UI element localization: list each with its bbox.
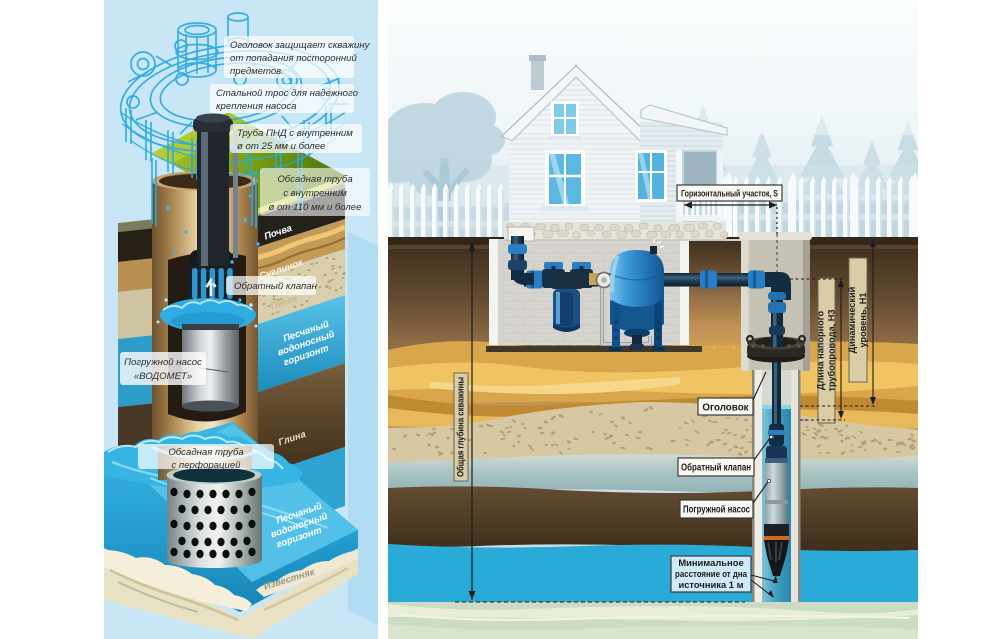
svg-text:Динамический: Динамический bbox=[847, 286, 857, 353]
svg-text:от попадания посторонний: от попадания посторонний bbox=[230, 53, 357, 64]
svg-text:Горизонтальный участок, S: Горизонтальный участок, S bbox=[681, 188, 778, 199]
svg-text:Погружной насос: Погружной насос bbox=[683, 505, 750, 516]
svg-text:Оголовок защищает скважину: Оголовок защищает скважину bbox=[230, 40, 371, 51]
svg-text:ø от 25 мм и более: ø от 25 мм и более bbox=[237, 141, 325, 152]
svg-text:Длина напорного: Длина напорного bbox=[815, 311, 825, 391]
svg-text:с внутренним: с внутренним bbox=[283, 188, 347, 199]
svg-text:Стальной трос для надежного: Стальной трос для надежного bbox=[216, 88, 359, 99]
svg-text:уровень, Н1: уровень, Н1 bbox=[858, 293, 868, 348]
svg-text:Погружной насос: Погружной насос bbox=[124, 357, 202, 368]
svg-text:«ВОДОМЕТ»: «ВОДОМЕТ» bbox=[134, 371, 192, 382]
svg-text:Обратный клапан: Обратный клапан bbox=[234, 281, 318, 292]
svg-text:ø от 110 мм и более: ø от 110 мм и более bbox=[269, 202, 362, 213]
svg-text:Минимальное: Минимальное bbox=[678, 557, 743, 568]
svg-text:Обсадная труба: Обсадная труба bbox=[277, 174, 352, 185]
svg-text:Обсадная труба: Обсадная труба bbox=[168, 447, 243, 458]
svg-text:Общая глубина скважины: Общая глубина скважины bbox=[455, 377, 465, 477]
svg-text:предметов.: предметов. bbox=[230, 66, 284, 77]
svg-text:крепления насоса: крепления насоса bbox=[216, 101, 297, 112]
svg-text:Обратный клапан: Обратный клапан bbox=[681, 463, 751, 474]
svg-text:Труба ПНД с внутренним: Труба ПНД с внутренним bbox=[237, 128, 353, 139]
svg-text:Оголовок: Оголовок bbox=[702, 403, 748, 414]
svg-text:с перфорацией: с перфорацией bbox=[171, 460, 241, 471]
svg-text:расстояние от дна: расстояние от дна bbox=[675, 568, 748, 579]
svg-text:трубопровода, Н3: трубопровода, Н3 bbox=[826, 310, 836, 392]
svg-text:источника 1 м: источника 1 м bbox=[678, 579, 743, 590]
